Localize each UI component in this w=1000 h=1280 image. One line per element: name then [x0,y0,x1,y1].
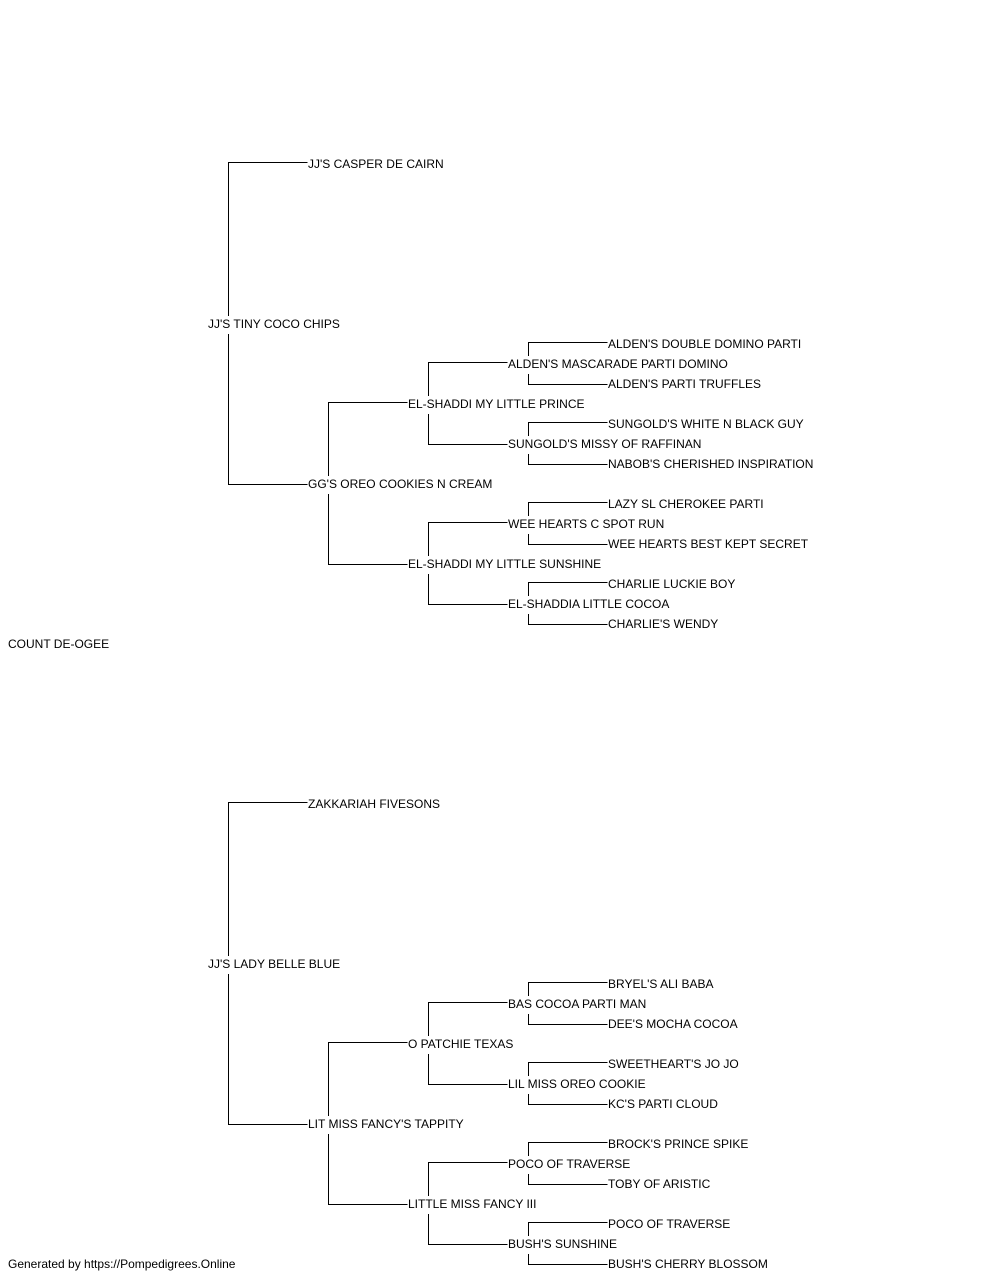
connector-weehearts-bottom [528,534,608,545]
generated-by-footer: Generated by https://Pompedigrees.Online [8,1257,236,1271]
connector-fancy-bottom [428,1214,508,1245]
ancestor-name: POCO OF TRAVERSE [508,1157,633,1171]
connector-dam-bottom [228,974,308,1125]
connector-bas-top [528,982,608,996]
ancestor-name: CHARLIE'S WENDY [608,617,721,631]
connector-bush-top [528,1222,608,1236]
connector-bas-bottom [528,1014,608,1025]
ancestor-name: LIL MISS OREO COOKIE [508,1077,648,1091]
ancestor-name: WEE HEARTS C SPOT RUN [508,517,667,531]
connector-poco-top [528,1142,608,1156]
ancestor-name: BRYEL'S ALI BABA [608,977,716,991]
connector-sungold-top [528,422,608,436]
connector-dam-top [228,802,308,956]
ancestor-name: BUSH'S CHERRY BLOSSOM [608,1257,770,1271]
connector-patchie-bottom [428,1054,508,1085]
ancestor-name: KC'S PARTI CLOUD [608,1097,720,1111]
connector-sire-bottom [228,334,308,485]
connector-tappity-bottom [328,1134,408,1205]
ancestor-name: SUNGOLD'S MISSY OF RAFFINAN [508,437,704,451]
connector-prince-bottom [428,414,508,445]
connector-bush-bottom [528,1254,608,1265]
ancestor-name: BROCK'S PRINCE SPIKE [608,1137,751,1151]
ancestor-name: ALDEN'S PARTI TRUFFLES [608,377,763,391]
dam-dam-dam-name: LITTLE MISS FANCY III [408,1197,539,1211]
connector-gg-oreo-bottom [328,494,408,565]
connector-lilmiss-bottom [528,1094,608,1105]
connector-sungold-bottom [528,454,608,465]
sire-dam-sire-name: EL-SHADDI MY LITTLE PRINCE [408,397,587,411]
ancestor-name: WEE HEARTS BEST KEPT SECRET [608,537,811,551]
ancestor-name: ALDEN'S DOUBLE DOMINO PARTI [608,337,804,351]
connector-sire-top [228,162,308,316]
connector-lilmiss-top [528,1062,608,1076]
connector-sunshine-top [428,522,508,556]
connector-tappity-top [328,1042,408,1116]
ancestor-name: SWEETHEART'S JO JO [608,1057,741,1071]
connector-alden-top [528,342,608,356]
connector-gg-oreo-top [328,402,408,476]
dam-dam-name: LIT MISS FANCY'S TAPPITY [308,1117,466,1131]
sire-name: JJ'S TINY COCO CHIPS [208,317,342,331]
ancestor-name: TOBY OF ARISTIC [608,1177,713,1191]
ancestor-name: EL-SHADDIA LITTLE COCOA [508,597,672,611]
ancestor-name: LAZY SL CHEROKEE PARTI [608,497,766,511]
connector-fancy-top [428,1162,508,1196]
ancestor-name: BUSH'S SUNSHINE [508,1237,619,1251]
connector-poco-bottom [528,1174,608,1185]
ancestor-name: NABOB'S CHERISHED INSPIRATION [608,457,816,471]
sire-dam-name: GG'S OREO COOKIES N CREAM [308,477,495,491]
dam-name: JJ'S LADY BELLE BLUE [208,957,343,971]
ancestor-name: DEE'S MOCHA COCOA [608,1017,740,1031]
connector-prince-top [428,362,508,396]
ancestor-name: POCO OF TRAVERSE [608,1217,733,1231]
connector-alden-bottom [528,374,608,385]
ancestor-name: CHARLIE LUCKIE BOY [608,577,738,591]
connector-cocoa-bottom [528,614,608,625]
connector-sunshine-bottom [428,574,508,605]
connector-cocoa-top [528,582,608,596]
connector-patchie-top [428,1002,508,1036]
ancestor-name: BAS COCOA PARTI MAN [508,997,649,1011]
subject-name: COUNT DE-OGEE [8,637,112,651]
sire-sire-name: JJ'S CASPER DE CAIRN [308,157,446,171]
connector-weehearts-top [528,502,608,516]
ancestor-name: SUNGOLD'S WHITE N BLACK GUY [608,417,806,431]
dam-dam-sire-name: O PATCHIE TEXAS [408,1037,516,1051]
dam-sire-name: ZAKKARIAH FIVESONS [308,797,443,811]
sire-dam-dam-name: EL-SHADDI MY LITTLE SUNSHINE [408,557,604,571]
ancestor-name: ALDEN'S MASCARADE PARTI DOMINO [508,357,730,371]
